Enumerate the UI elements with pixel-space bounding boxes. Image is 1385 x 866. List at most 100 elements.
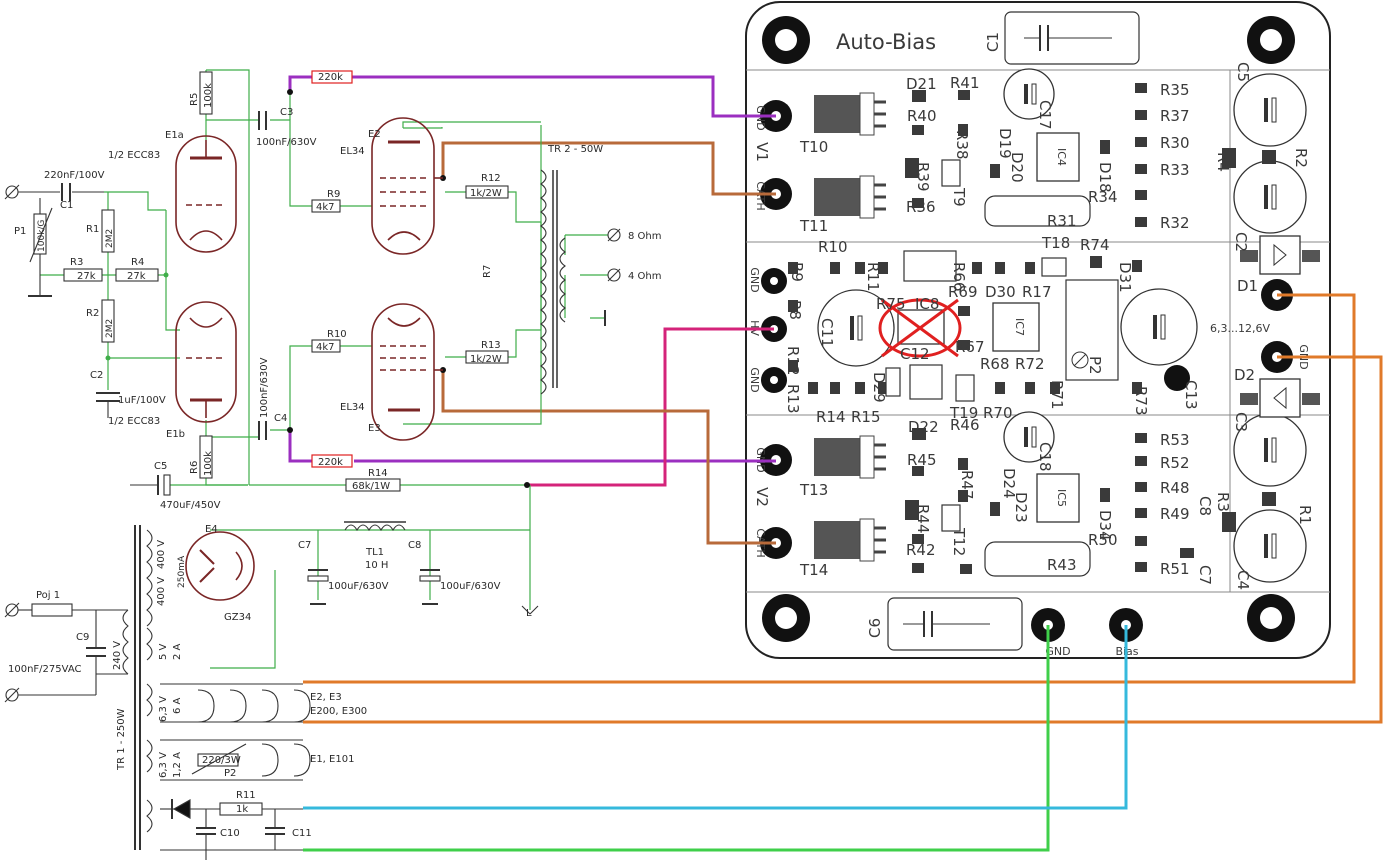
svg-text:E2, E3: E2, E3: [310, 692, 342, 703]
svg-text:C1: C1: [60, 200, 73, 211]
svg-text:1k: 1k: [236, 804, 248, 815]
svg-text:100nF/630V: 100nF/630V: [259, 357, 270, 418]
svg-text:1uF/100V: 1uF/100V: [118, 395, 166, 406]
label-gnd-bottom: GND: [1045, 645, 1070, 658]
svg-text:T11: T11: [799, 217, 828, 235]
svg-text:R53: R53: [1160, 431, 1190, 449]
svg-text:R2: R2: [1292, 148, 1310, 168]
svg-text:D29: D29: [870, 372, 888, 403]
svg-text:D24: D24: [1000, 468, 1018, 499]
interconnect-wires: [288, 75, 1383, 852]
wire-magenta-hv: [527, 327, 774, 487]
svg-text:R4: R4: [1214, 152, 1232, 172]
svg-text:R52: R52: [1160, 454, 1190, 472]
capacitor-c5-board: [1233, 73, 1307, 147]
svg-text:R12: R12: [481, 173, 501, 184]
svg-text:T10: T10: [799, 138, 828, 156]
label-gnd-mid: GND: [748, 267, 761, 292]
svg-text:R9: R9: [788, 262, 806, 282]
svg-text:IC8: IC8: [915, 295, 939, 313]
tube-e3: [371, 303, 443, 441]
diode-d1: [1240, 235, 1320, 275]
mounting-hole: [1247, 594, 1295, 642]
wire-purple-bottom: [288, 430, 776, 463]
svg-text:C10: C10: [220, 828, 240, 839]
svg-text:R51: R51: [1160, 560, 1190, 578]
svg-text:C2: C2: [90, 370, 103, 381]
svg-text:TR 1 - 250W: TR 1 - 250W: [116, 708, 127, 771]
svg-text:D22: D22: [908, 418, 939, 436]
wire-orange-heater-2: [303, 355, 1383, 724]
svg-text:6 A: 6 A: [172, 697, 183, 714]
svg-text:R12: R12: [784, 346, 802, 376]
wire-brown-cath2: [441, 370, 776, 545]
auto-bias-board: Auto-Bias C1 C6 GND V1 CATH GND HV GND: [745, 1, 1331, 659]
svg-text:R11: R11: [236, 790, 256, 801]
svg-text:R74: R74: [1080, 236, 1110, 254]
transistor-package: [814, 92, 886, 136]
svg-text:250mA: 250mA: [177, 555, 187, 588]
svg-text:100uF/630V: 100uF/630V: [440, 581, 501, 592]
svg-text:D20: D20: [1008, 152, 1026, 183]
svg-text:R13: R13: [481, 340, 501, 351]
svg-text:220k: 220k: [318, 72, 343, 83]
svg-text:C5: C5: [154, 461, 167, 472]
svg-text:R69: R69: [948, 283, 978, 301]
svg-text:R73: R73: [1132, 386, 1150, 416]
svg-text:R38: R38: [953, 130, 971, 160]
svg-text:R50: R50: [1088, 531, 1118, 549]
svg-text:6,3 V: 6,3 V: [158, 696, 169, 722]
mounting-hole: [762, 594, 810, 642]
capacitor-c4-board: [1233, 509, 1307, 583]
svg-text:220nF/100V: 220nF/100V: [44, 170, 105, 181]
svg-text:R13: R13: [784, 384, 802, 414]
svg-text:TR 2 - 50W: TR 2 - 50W: [547, 144, 603, 155]
svg-text:R36: R36: [906, 198, 936, 216]
terminal-gnd-mid[interactable]: [761, 268, 787, 294]
label-gnd-low: GND: [748, 367, 761, 392]
svg-text:R2: R2: [86, 308, 99, 319]
svg-text:R30: R30: [1160, 134, 1190, 152]
svg-text:R32: R32: [1160, 214, 1190, 232]
svg-text:T19: T19: [949, 404, 978, 422]
svg-text:T13: T13: [799, 481, 828, 499]
svg-text:1k/2W: 1k/2W: [470, 188, 502, 199]
svg-text:T12: T12: [950, 527, 968, 556]
svg-text:R8: R8: [786, 300, 804, 320]
svg-text:R33: R33: [1160, 161, 1190, 179]
svg-text:C8: C8: [408, 540, 421, 551]
svg-text:470uF/450V: 470uF/450V: [160, 500, 221, 511]
svg-text:100nF/275VAC: 100nF/275VAC: [8, 664, 81, 675]
svg-text:D31: D31: [1116, 262, 1134, 293]
label-cath1: CATH: [754, 181, 767, 210]
svg-text:R3: R3: [1214, 492, 1232, 512]
svg-text:E1, E101: E1, E101: [310, 754, 354, 765]
svg-text:R11: R11: [864, 262, 882, 292]
svg-text:R49: R49: [1160, 505, 1190, 523]
terminal-gnd-low[interactable]: [761, 367, 787, 393]
svg-text:100k: 100k: [203, 451, 214, 476]
svg-text:Poj 1: Poj 1: [36, 590, 60, 601]
svg-text:C9: C9: [76, 632, 89, 643]
label-supply: 6,3...12,6V: [1210, 322, 1270, 335]
svg-text:L: L: [526, 608, 532, 619]
rectifier-e4: [185, 531, 255, 601]
svg-text:2M2: 2M2: [105, 319, 115, 338]
svg-text:R14: R14: [816, 408, 846, 426]
label-gnd-v1: GND: [754, 105, 767, 130]
svg-text:4k7: 4k7: [316, 342, 335, 353]
wire-cyan-bias: [303, 625, 1128, 810]
svg-text:R43: R43: [1047, 556, 1077, 574]
svg-text:C18: C18: [1036, 442, 1054, 472]
capacitor-c13-pad: [1164, 365, 1190, 391]
svg-text:T9: T9: [950, 187, 968, 207]
svg-text:D1: D1: [1237, 277, 1258, 295]
svg-text:R14: R14: [368, 468, 388, 479]
svg-text:68k/1W: 68k/1W: [352, 481, 390, 492]
svg-text:R10: R10: [818, 238, 848, 256]
svg-text:R41: R41: [950, 74, 980, 92]
svg-text:R67: R67: [955, 338, 985, 356]
capacitor-c17: [1003, 68, 1055, 120]
svg-text:27k: 27k: [127, 271, 146, 282]
